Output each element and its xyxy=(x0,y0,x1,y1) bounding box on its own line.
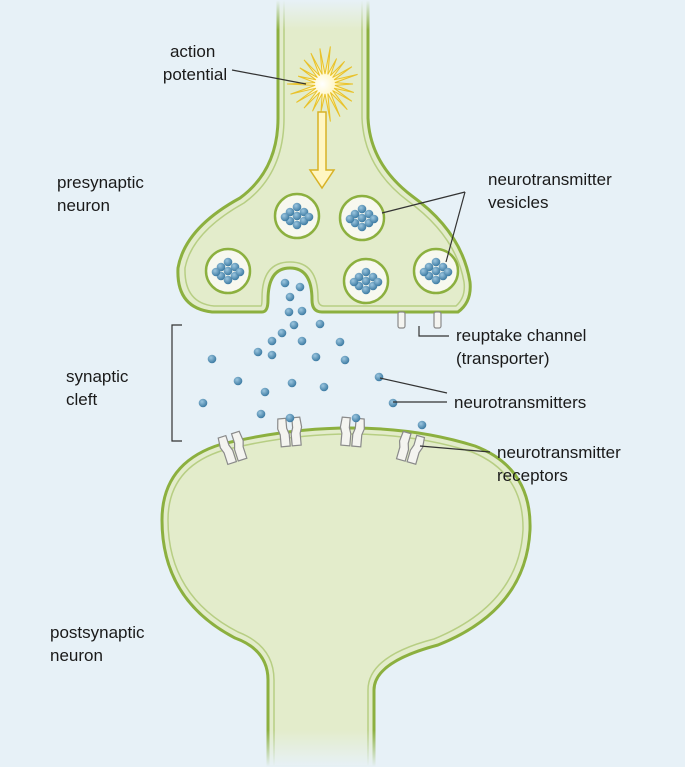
neurotransmitter-molecule xyxy=(233,376,243,386)
reuptake-channel xyxy=(397,311,442,329)
action-potential-label: action potential xyxy=(163,42,227,84)
neurotransmitter-molecule xyxy=(340,355,350,365)
neurotransmitter-molecules xyxy=(198,278,427,430)
vesicle-3 xyxy=(204,247,252,295)
neurotransmitter-molecule xyxy=(280,278,290,288)
neurotransmitter-molecule xyxy=(284,307,294,317)
neurotransmitter-molecule xyxy=(285,413,295,423)
presynaptic-neuron-label: presynaptic neuron xyxy=(57,173,149,215)
presynaptic-inner-membrane xyxy=(184,0,466,307)
receptor-2 xyxy=(277,416,303,448)
neurotransmitter-molecule xyxy=(297,306,307,316)
postsynaptic-neuron-body xyxy=(160,426,532,767)
neurotransmitter-molecule xyxy=(374,372,384,382)
neurotransmitter-molecule xyxy=(285,292,295,302)
neurotransmitter-molecule xyxy=(207,354,217,364)
signal-arrow xyxy=(308,111,336,190)
receptor-4 xyxy=(395,430,426,465)
neurotransmitters-label: neurotransmitters xyxy=(454,393,586,412)
neurotransmitter-molecule xyxy=(289,320,299,330)
neurotransmitter-molecule xyxy=(267,350,277,360)
neurotransmitter-molecule xyxy=(260,387,270,397)
neurotransmitter-molecule xyxy=(335,337,345,347)
neurotransmitter-receptors-label: neurotransmitter receptors xyxy=(497,443,626,485)
neurotransmitter-molecule xyxy=(198,398,208,408)
vesicle-2 xyxy=(338,194,386,242)
vesicle-5 xyxy=(412,247,460,295)
postsynaptic-neuron-label: postsynaptic neuron xyxy=(50,623,149,665)
neurotransmitter-molecule xyxy=(417,420,427,430)
reuptake-channel-label: reuptake channel (transporter) xyxy=(456,326,591,368)
neurotransmitter-molecule xyxy=(267,336,277,346)
neurotransmitter-molecule xyxy=(277,328,287,338)
action-potential-spark xyxy=(286,46,358,122)
neurotransmitter-molecule xyxy=(388,398,398,408)
receptor-3 xyxy=(339,416,365,448)
neurotransmitter-molecule xyxy=(351,413,361,423)
vesicle-1 xyxy=(273,192,321,240)
synaptic-cleft-bracket xyxy=(171,324,182,442)
neurotransmitter-molecule xyxy=(287,378,297,388)
neurotransmitter-molecule xyxy=(253,347,263,357)
neurotransmitter-molecule xyxy=(297,336,307,346)
receptor-1 xyxy=(217,430,248,466)
neurotransmitter-vesicles-label: neurotransmitter vesicles xyxy=(488,170,617,212)
leader-lines xyxy=(231,69,491,453)
neurotransmitter-molecule xyxy=(315,319,325,329)
vesicle-4 xyxy=(342,257,390,305)
neurotransmitter-molecule xyxy=(319,382,329,392)
neurotransmitter-molecule xyxy=(311,352,321,362)
neurotransmitter-molecule xyxy=(256,409,266,419)
synaptic-cleft-label: synaptic cleft xyxy=(66,367,133,409)
neurotransmitter-molecule xyxy=(295,282,305,292)
